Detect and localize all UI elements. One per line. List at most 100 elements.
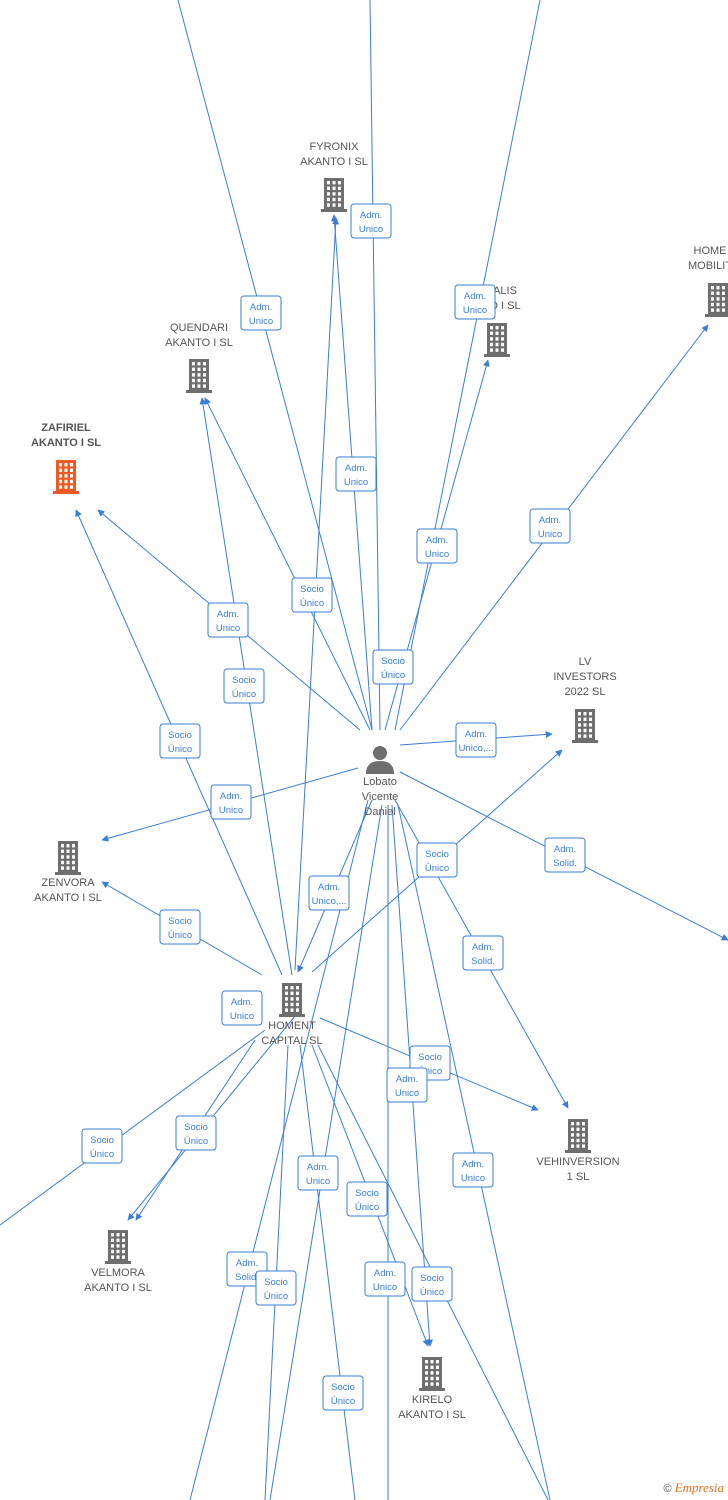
node-label: 1 SL: [567, 1171, 590, 1183]
relation-text: Único: [420, 1287, 444, 1298]
relation-label[interactable]: Adm. Unico: [335, 456, 377, 492]
node-label: ZAFIRIEL: [41, 422, 91, 434]
node-label: ZENVORA: [41, 877, 95, 889]
footer-brand[interactable]: © Empresia: [663, 1480, 724, 1496]
relation-box: [221, 990, 263, 1026]
relation-text: Unico: [230, 1011, 254, 1022]
relation-label[interactable]: Adm.Unico: [454, 284, 496, 320]
relation-text: Socio: [418, 1052, 442, 1063]
relation-text: Adm.: [554, 844, 576, 855]
relation-label[interactable]: Adm.Unico,...: [455, 722, 497, 758]
relation-text: Único: [300, 598, 324, 609]
relation-text: Unico: [395, 1088, 419, 1099]
relation-box: [159, 909, 201, 945]
node-label: AKANTO I SL: [34, 892, 102, 904]
relation-label[interactable]: Adm. Unico: [386, 1067, 428, 1103]
relation-label[interactable]: Adm. Unico: [221, 990, 263, 1026]
relation-text: Único: [425, 863, 449, 874]
relation-label[interactable]: Adm.Unico: [210, 784, 252, 820]
relation-text: Socio: [90, 1135, 114, 1146]
relation-box: [291, 577, 333, 613]
relation-text: Socio: [331, 1382, 355, 1393]
relation-box: [240, 295, 282, 331]
node-label: FYRONIX: [310, 141, 360, 153]
relation-text: Adm.: [396, 1074, 418, 1085]
relation-text: Adm.: [345, 463, 367, 474]
relation-box: [462, 935, 504, 971]
relation-text: Único: [168, 930, 192, 941]
relation-text: Adm.: [464, 291, 486, 302]
relation-label[interactable]: Adm.Unico: [207, 602, 249, 638]
building-icon: [279, 983, 305, 1017]
relation-text: Socio: [381, 656, 405, 667]
building-icon: [705, 283, 728, 317]
relation-label[interactable]: Adm.Unico,...: [308, 875, 350, 911]
node-label: AKANTO I SL: [165, 337, 233, 349]
relation-label[interactable]: Adm.Unico: [452, 1152, 494, 1188]
relation-label[interactable]: Adm.Unico: [416, 528, 458, 564]
relation-text: Adm.: [231, 997, 253, 1008]
relation-text: Adm.: [318, 882, 340, 893]
relation-text: Unico: [344, 477, 368, 488]
node-label: O I SL: [489, 300, 520, 312]
relation-text: Socio: [420, 1273, 444, 1284]
building-icon: [55, 841, 81, 875]
edge-13: [189, 799, 369, 1500]
building-icon: [484, 323, 510, 357]
relation-box: [322, 1375, 364, 1411]
relation-text: Unico: [306, 1176, 330, 1187]
relation-box: [223, 668, 265, 704]
relation-label[interactable]: Adm.Unico: [297, 1155, 339, 1191]
node-zenvora[interactable]: ZENVORA AKANTO I SL: [34, 841, 102, 904]
relation-text: Socio: [168, 916, 192, 927]
brand-name: Empresia: [674, 1480, 724, 1495]
building-icon: [565, 1119, 591, 1153]
edge-14: [269, 804, 383, 1500]
relation-label[interactable]: Adm.Unico: [350, 203, 392, 239]
relation-label[interactable]: Adm.Solid.: [462, 935, 504, 971]
relation-text: Socio: [232, 675, 256, 686]
relation-text: Solid.: [553, 858, 577, 869]
node-label: Lobato: [363, 776, 397, 788]
relation-box: [81, 1128, 123, 1164]
relation-label[interactable]: Adm.Unico: [364, 1261, 406, 1297]
relation-label[interactable]: Adm.Unico: [240, 295, 282, 331]
relation-box: [297, 1155, 339, 1191]
node-label: KIRELO: [412, 1394, 453, 1406]
relation-text: Único: [264, 1291, 288, 1302]
copyright-symbol: ©: [663, 1483, 672, 1495]
node-label: AKANTO I SL: [84, 1282, 152, 1294]
relation-text: Único: [331, 1396, 355, 1407]
node-label: Daniel: [364, 806, 395, 818]
relation-label[interactable]: Adm. Solid.: [544, 837, 586, 873]
building-icon: [53, 460, 79, 494]
edge-28: [299, 1044, 356, 1500]
relation-box: [529, 508, 571, 544]
relation-label[interactable]: Adm.Unico: [529, 508, 571, 544]
relation-text: Unico: [461, 1173, 485, 1184]
